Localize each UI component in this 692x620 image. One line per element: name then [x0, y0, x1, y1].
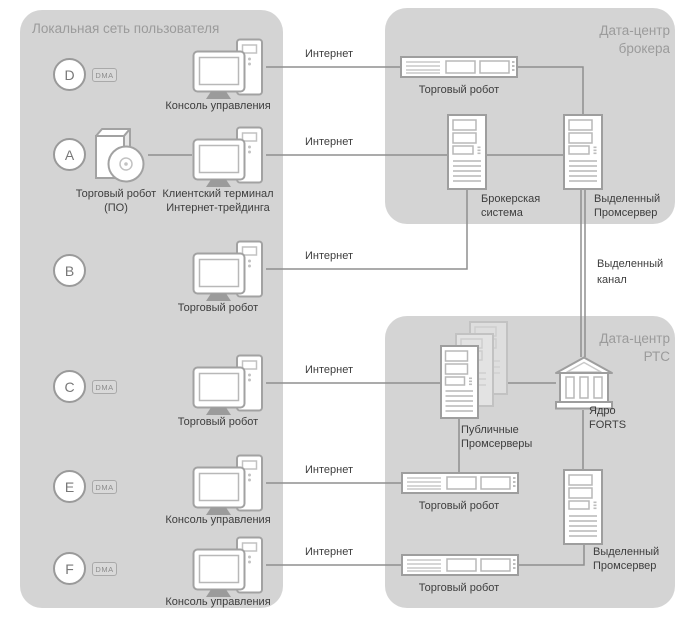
- rack-server-icon: [401, 554, 519, 576]
- dma-label: DMA: [95, 564, 114, 574]
- rack-server-icon: [400, 56, 518, 78]
- node-label: Торговый робот: [418, 500, 500, 512]
- node-label: Выделенный Промсервер: [593, 546, 660, 572]
- marker-letter: D: [64, 66, 75, 83]
- node-label: Брокерская система: [481, 193, 541, 219]
- dma-label: DMA: [95, 382, 114, 392]
- marker-letter: E: [64, 478, 75, 495]
- marker-circle-a: A: [53, 138, 86, 171]
- node-label: Торговый робот: [418, 582, 500, 594]
- marker-letter: C: [64, 378, 75, 395]
- desktop-computer-icon: [192, 240, 266, 302]
- marker-letter: A: [64, 146, 75, 163]
- marker-circle-d: D: [53, 58, 86, 91]
- desktop-computer-icon: [192, 536, 266, 598]
- node-label: Торговый робот (ПО): [75, 188, 157, 214]
- node-label: Торговый робот: [418, 84, 500, 96]
- desktop-computer-icon: [192, 354, 266, 416]
- dma-badge: DMA: [92, 562, 117, 576]
- dma-label: DMA: [95, 482, 114, 492]
- node-label: Консоль управления: [165, 514, 271, 526]
- dma-badge: DMA: [92, 380, 117, 394]
- internet-label: Интернет: [305, 48, 353, 60]
- node-label: Торговый робот: [177, 302, 259, 314]
- node-label: Консоль управления: [165, 596, 271, 608]
- node-label: Клиентский терминал Интернет-трейдинга: [162, 188, 274, 214]
- marker-circle-e: E: [53, 470, 86, 503]
- bank-building-icon: [554, 356, 614, 410]
- local-network-title: Локальная сеть пользователя: [32, 21, 220, 36]
- marker-circle-b: B: [53, 254, 86, 287]
- tower-server-icon: [447, 114, 487, 190]
- node-label: Публичные Промсерверы: [461, 424, 533, 450]
- internet-label: Интернет: [305, 464, 353, 476]
- broker-datacenter-title: Дата-центр брокера: [599, 23, 670, 56]
- rts-datacenter-title: Дата-центр РТС: [599, 331, 670, 364]
- desktop-computer-icon: [192, 126, 266, 188]
- node-label: Выделенный Промсервер: [594, 193, 661, 219]
- marker-letter: B: [64, 262, 75, 279]
- node-label: Ядро FORTS: [589, 405, 627, 431]
- marker-circle-c: C: [53, 370, 86, 403]
- node-label: Торговый робот: [177, 416, 259, 428]
- internet-label: Интернет: [305, 364, 353, 376]
- tower-server-icon: [563, 114, 603, 190]
- tower-server-icon: [563, 469, 603, 545]
- marker-circle-f: F: [53, 552, 86, 585]
- internet-label: Интернет: [305, 136, 353, 148]
- node-label: Консоль управления: [165, 100, 271, 112]
- internet-label: Интернет: [305, 250, 353, 262]
- marker-letter: F: [65, 560, 74, 577]
- dma-badge: DMA: [92, 68, 117, 82]
- internet-label: Интернет: [305, 546, 353, 558]
- dedicated-channel-label: Выделенный канал: [597, 258, 664, 286]
- panel-broker-datacenter: [385, 8, 675, 224]
- desktop-computer-icon: [192, 454, 266, 516]
- software-box-icon: [88, 126, 146, 184]
- dma-label: DMA: [95, 70, 114, 80]
- rack-server-icon: [401, 472, 519, 494]
- dma-badge: DMA: [92, 480, 117, 494]
- stacked-servers-icon: [440, 321, 508, 419]
- desktop-computer-icon: [192, 38, 266, 100]
